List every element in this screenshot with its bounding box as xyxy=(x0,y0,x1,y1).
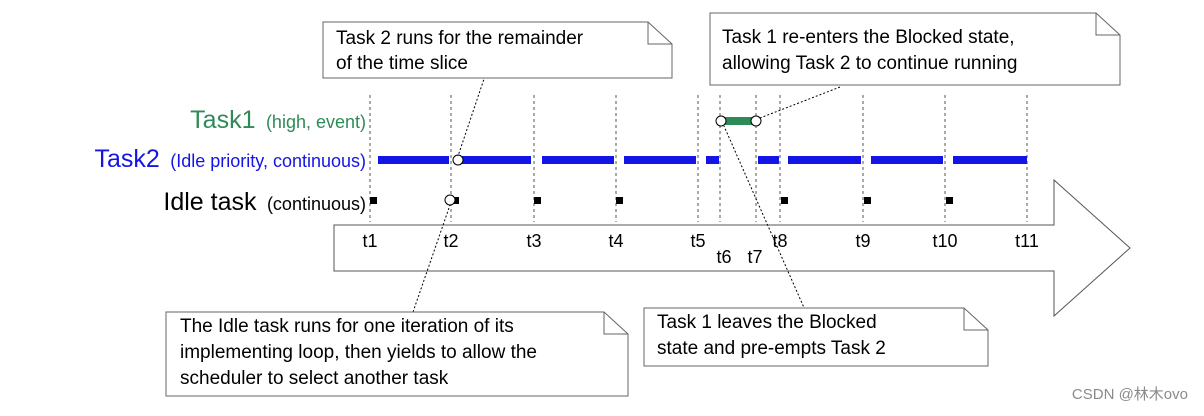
note-task1-leaves: Task 1 leaves the Blocked state and pre-… xyxy=(643,307,989,367)
callout-marker-task1-end xyxy=(750,115,762,127)
task1-name: Task1 xyxy=(190,106,255,134)
tick-label-t6: t6 xyxy=(716,247,731,267)
idle-detail: (continuous) xyxy=(267,194,366,214)
note-task2-remainder-line: of the time slice xyxy=(336,53,468,74)
connector-idle-iteration xyxy=(412,204,451,313)
task2-run-segment xyxy=(542,156,614,164)
task2-run-segment xyxy=(378,156,449,164)
callout-marker-idle-t2 xyxy=(444,194,456,206)
idle-row-label: Idle task (continuous) xyxy=(163,188,366,216)
tick-labels: t1 t2 t3 t4 t5 t6 t7 t8 t9 t10 t11 xyxy=(362,231,1038,267)
note-task2-remainder-line: Task 2 runs for the remainder xyxy=(336,28,584,49)
task1-row-label: Task1 (high, event) xyxy=(190,106,366,134)
tick-label-t8: t8 xyxy=(772,231,787,251)
svg-text:Task 1 leaves the Blocked: Task 1 leaves the Blocked state and pre-… xyxy=(657,312,886,359)
callout-marker-task1-start xyxy=(715,115,727,127)
svg-text:The Idle task runs for one ite: The Idle task runs for one iteration of … xyxy=(180,316,542,389)
tick-label-t9: t9 xyxy=(855,231,870,251)
tick-label-t2: t2 xyxy=(443,231,458,251)
note-idle-iteration-line: The Idle task runs for one iteration of … xyxy=(180,316,514,337)
note-task1-reenters-line: allowing Task 2 to continue running xyxy=(722,53,1017,74)
idle-run-marker xyxy=(781,197,788,204)
idle-run-marker xyxy=(534,197,541,204)
task2-row-label: Task2 (Idle priority, continuous) xyxy=(94,145,366,173)
task2-run-segment xyxy=(788,156,861,164)
idle-run-marker xyxy=(452,197,459,204)
task1-run-segment xyxy=(721,117,756,125)
note-task2-remainder: Task 2 runs for the remainder of the tim… xyxy=(322,21,673,79)
task2-run-segment xyxy=(459,156,531,164)
task2-run-segment xyxy=(758,156,779,164)
callout-connectors xyxy=(412,75,841,313)
task2-run-segment xyxy=(871,156,943,164)
idle-run-marker xyxy=(616,197,623,204)
task1-detail: (high, event) xyxy=(266,112,366,132)
svg-text:Task 2 runs for the remainder: Task 2 runs for the remainder of the tim… xyxy=(336,28,588,74)
note-idle-iteration: The Idle task runs for one iteration of … xyxy=(165,311,629,397)
task2-execution-track xyxy=(378,156,1027,164)
task2-run-segment xyxy=(624,156,696,164)
svg-text:Task 1 re-enters the Blocked s: Task 1 re-enters the Blocked state, allo… xyxy=(722,27,1020,74)
connector-task2-remainder xyxy=(457,75,486,157)
tick-label-t1: t1 xyxy=(362,231,377,251)
idle-run-marker xyxy=(864,197,871,204)
note-task1-leaves-line: Task 1 leaves the Blocked xyxy=(657,312,877,333)
connector-task1-leaves xyxy=(723,125,806,311)
note-task1-reenters: Task 1 re-enters the Blocked state, allo… xyxy=(709,12,1121,86)
watermark: CSDN @林木ovo xyxy=(1071,386,1188,403)
tick-label-t10: t10 xyxy=(932,231,957,251)
note-task1-leaves-line: state and pre-empts Task 2 xyxy=(657,338,886,359)
callout-marker-task2-t2 xyxy=(452,154,464,166)
connector-task1-reenters xyxy=(759,86,841,119)
idle-name: Idle task xyxy=(163,188,257,216)
task2-detail: (Idle priority, continuous) xyxy=(170,151,366,171)
tick-label-t11: t11 xyxy=(1015,231,1039,251)
note-idle-iteration-line: scheduler to select another task xyxy=(180,368,449,389)
task2-run-segment xyxy=(706,156,719,164)
callout-markers xyxy=(444,115,762,206)
note-idle-iteration-line: implementing loop, then yields to allow … xyxy=(180,342,537,363)
tick-label-t3: t3 xyxy=(526,231,541,251)
idle-execution-track xyxy=(370,197,953,204)
tick-label-t5: t5 xyxy=(690,231,705,251)
idle-run-marker xyxy=(946,197,953,204)
task2-run-segment xyxy=(953,156,1027,164)
time-arrow xyxy=(333,178,1131,318)
tick-label-t4: t4 xyxy=(608,231,623,251)
task2-name: Task2 xyxy=(94,145,159,173)
idle-run-marker xyxy=(370,197,377,204)
tick-label-t7: t7 xyxy=(747,247,762,267)
note-task1-reenters-line: Task 1 re-enters the Blocked state, xyxy=(722,27,1015,48)
